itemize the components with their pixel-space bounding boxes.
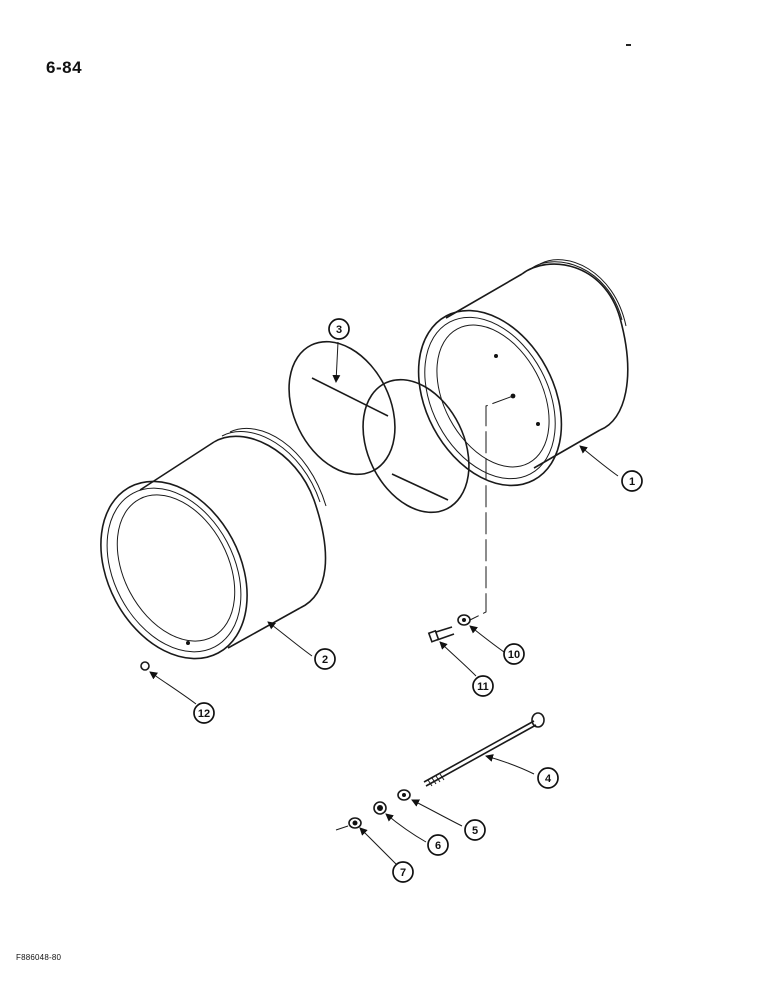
rim-half-outer bbox=[417, 259, 629, 487]
callout-11: 11 bbox=[472, 675, 494, 697]
callout-7: 7 bbox=[392, 861, 414, 883]
svg-text:2: 2 bbox=[322, 654, 328, 666]
callout-10: 10 bbox=[503, 643, 525, 665]
callout-4: 4 bbox=[537, 767, 559, 789]
nut-6 bbox=[373, 801, 387, 815]
callout-5: 5 bbox=[464, 819, 486, 841]
svg-text:12: 12 bbox=[198, 708, 210, 720]
svg-text:1: 1 bbox=[629, 476, 635, 488]
stud-4 bbox=[423, 712, 545, 787]
svg-text:4: 4 bbox=[545, 773, 552, 785]
washer-5 bbox=[397, 789, 411, 801]
bolt-11 bbox=[427, 626, 455, 643]
page-number: 6-84 bbox=[46, 58, 83, 77]
svg-text:10: 10 bbox=[508, 649, 520, 661]
rim-half-inner bbox=[100, 427, 327, 660]
center-band bbox=[288, 340, 470, 514]
callout-2: 2 bbox=[314, 648, 336, 670]
callout-1: 1 bbox=[621, 470, 643, 492]
svg-text:5: 5 bbox=[472, 825, 478, 837]
cap-7 bbox=[335, 817, 362, 831]
svg-text:6: 6 bbox=[435, 840, 441, 852]
callout-6: 6 bbox=[427, 834, 449, 856]
svg-text:11: 11 bbox=[477, 681, 489, 693]
leader-lines bbox=[149, 341, 619, 867]
figure-id: F886048-80 bbox=[16, 953, 62, 962]
callout-3: 3 bbox=[328, 318, 350, 340]
valve-stem-12 bbox=[140, 661, 150, 671]
nut-10 bbox=[457, 614, 471, 626]
svg-text:7: 7 bbox=[400, 867, 406, 879]
callout-12: 12 bbox=[193, 702, 215, 724]
scan-speck bbox=[626, 44, 631, 46]
svg-text:3: 3 bbox=[336, 324, 342, 336]
